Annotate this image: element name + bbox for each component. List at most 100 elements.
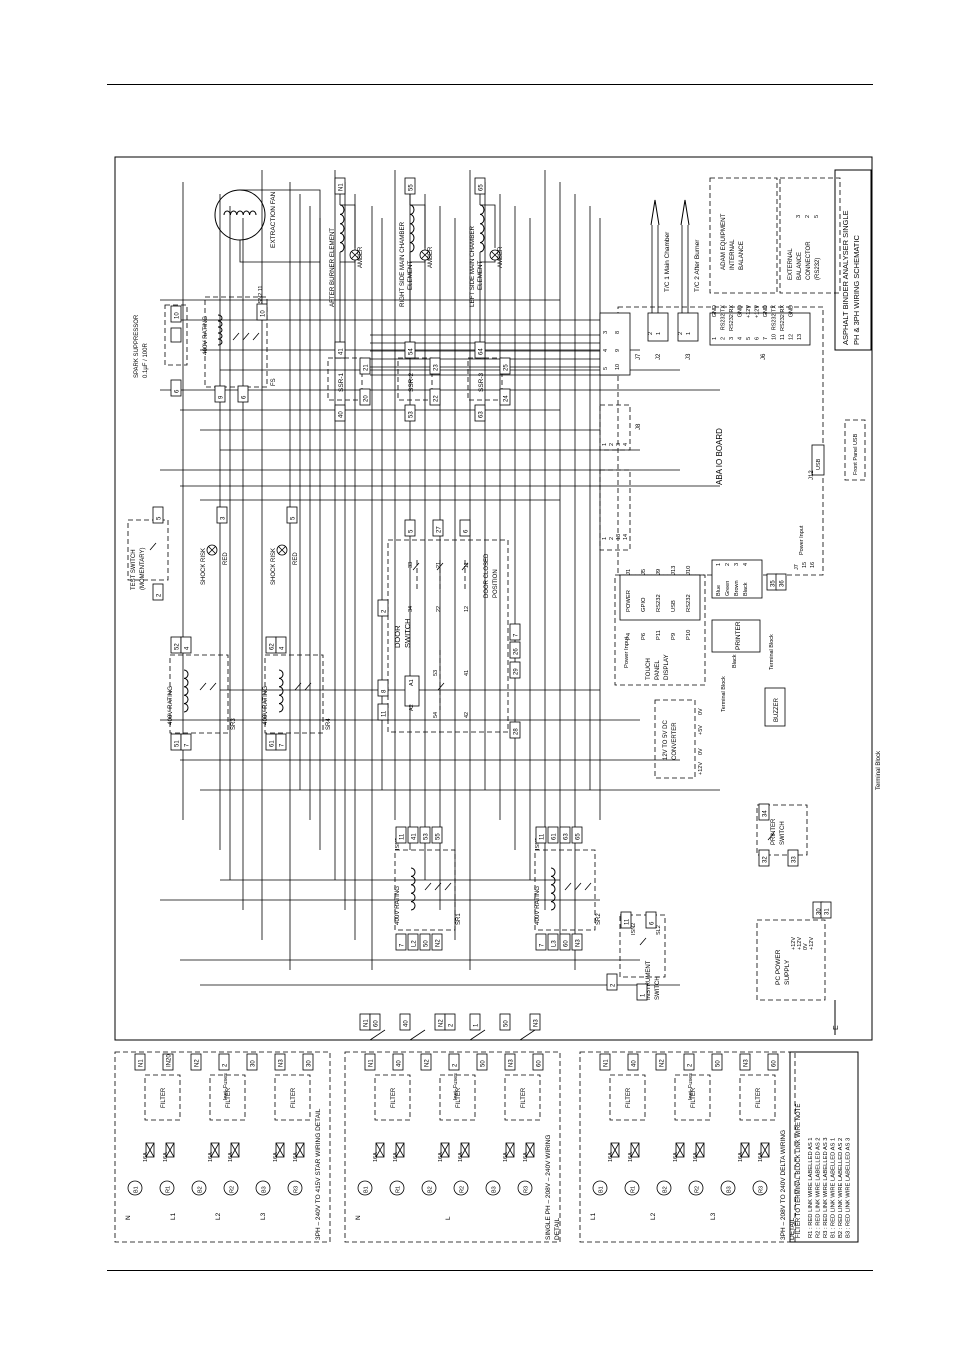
lamp-cross	[491, 251, 499, 259]
detail-out-tag-box	[655, 1053, 667, 1071]
relay-top-tag: 65	[576, 833, 582, 840]
heater-top-tag-box	[334, 177, 346, 195]
supply-line-label: L1	[170, 1212, 177, 1220]
ssr-label: SSR-2	[408, 372, 415, 392]
j2-pin: 1	[656, 332, 662, 335]
link-terminal: R3	[759, 1186, 765, 1193]
psu-box	[756, 919, 826, 1001]
lamp-cross	[208, 546, 216, 554]
shock-wire-tag-box	[216, 506, 228, 524]
relay-top-tag: 11	[540, 833, 546, 840]
touch-panel-port-box	[619, 574, 701, 621]
touch-panel-label: DISPLAY	[663, 654, 670, 680]
relay-wire-tag: 52	[175, 643, 181, 650]
link-terminal: R2	[230, 1186, 236, 1193]
note-line: B3 : RED LINK WIRE LABELLED AS 3	[846, 1138, 852, 1238]
ssr-label: SSR-3	[478, 372, 485, 392]
filter-label: FILTER	[691, 1087, 697, 1108]
fuse-cross	[740, 1142, 750, 1158]
fuse-cross	[610, 1142, 620, 1158]
buzzer-wire-tag: 35	[771, 580, 777, 587]
instrument-switch-tag: 2	[611, 983, 617, 987]
relay-top-tag: 41	[412, 833, 418, 840]
ssr-ctrl-tag: 21	[364, 364, 370, 371]
fuse-label: 16A	[628, 1152, 634, 1162]
fuse-label: 16A	[228, 1152, 234, 1162]
ssr-ctrl-tag-box	[429, 388, 441, 406]
printer-box	[711, 619, 761, 653]
fuse-label: 16A	[523, 1152, 529, 1162]
printer-switch-label: SWITCH	[780, 821, 786, 845]
relay-top-tag-box	[571, 826, 583, 844]
j6-signal: RS232 RX	[729, 305, 735, 331]
door-coil-label: A2	[409, 704, 415, 711]
converter-terminal-block: Terminal Block	[721, 676, 727, 712]
detail-out-tag: N1	[369, 1059, 375, 1067]
spark-suppressor-box	[164, 304, 188, 366]
link-terminal: R2	[460, 1186, 466, 1193]
external-pin: 5	[814, 215, 820, 218]
filter-box	[439, 1074, 476, 1121]
spark-label: SPARK SUPPRESSOR	[134, 314, 140, 378]
converter-label: CONVERTER	[672, 722, 678, 760]
printer-switch-tag-box	[758, 803, 770, 821]
wiring-detail-panel	[114, 1051, 331, 1243]
fuse-cross	[440, 1142, 450, 1158]
printer-switch-contact-icon	[767, 832, 775, 841]
relay-bottom-tag: 50	[424, 940, 430, 947]
filter-label: FILTER	[291, 1087, 297, 1108]
relay-wire-tag: 4	[185, 646, 191, 650]
lamp-feed	[480, 204, 496, 248]
link-terminal-circle	[592, 1180, 608, 1196]
door-closed-label: POSITION	[493, 569, 499, 598]
detail-out-tag: N3	[509, 1059, 515, 1067]
relay-rating: 400V RATING	[534, 886, 541, 925]
external-balance-label: (RS232)	[815, 258, 821, 280]
detail-out-tag-box	[364, 1053, 376, 1071]
j8-connector	[599, 404, 631, 451]
filter-box	[504, 1074, 541, 1121]
j6-pin: 4	[738, 337, 744, 340]
test-switch-label: (MOMENTARY)	[140, 548, 146, 590]
bus-tag-box	[369, 1013, 381, 1031]
instrument-switch-tag-box	[620, 911, 632, 929]
touch-panel-jack: J1	[626, 569, 632, 575]
touch-panel-port: RS232	[686, 594, 692, 612]
test-switch-box	[127, 519, 169, 581]
filter-label: FILTER	[521, 1087, 527, 1108]
door-contact-label: 21	[436, 562, 442, 568]
door-contact-label: 33	[408, 562, 414, 568]
ssr-out-tag: 63	[479, 411, 485, 418]
thermocouple-label: T/C 1 Main Chamber	[664, 231, 671, 292]
heater-top-tag: 65	[479, 184, 485, 191]
printer-switch-tag: 32	[763, 856, 769, 863]
relay-top-tag-box	[419, 826, 431, 844]
link-terminal: R1	[396, 1186, 402, 1193]
relay-contact-icon	[584, 882, 592, 891]
detail-out-tag: 2	[453, 1063, 459, 1067]
ssr-in-tag: 54	[409, 348, 415, 355]
touch-panel-port: GPIO	[641, 597, 647, 612]
door-wire-tag-box	[377, 679, 389, 697]
fs-coil-icon	[217, 314, 223, 346]
note-line: R3 : RED LINK WIRE LABELLED AS 3	[823, 1137, 829, 1238]
supply-line-label: L	[445, 1216, 452, 1220]
j2-pin: 2	[648, 332, 654, 335]
relay-bottom-tag-box	[559, 933, 571, 951]
wiring-detail-caption: SINGLE PH – 208V – 240V WIRING	[545, 1135, 552, 1241]
j7b-pin: 2	[609, 537, 615, 540]
lamp-feed	[340, 204, 356, 248]
detail-out-tag: N2	[660, 1059, 666, 1067]
instrument-switch-relay: SL2	[656, 925, 662, 935]
link-terminal-circle	[720, 1180, 736, 1196]
shock-risk-lamp-label: RED	[223, 552, 229, 565]
ssr-ctrl-tag: 23	[434, 364, 440, 371]
j6-signal: RS232 RX	[780, 305, 786, 331]
printer-terminal	[711, 559, 763, 599]
detail-out-tag-box	[134, 1053, 146, 1071]
door-wire-tag: 27	[437, 526, 443, 533]
relay-isn: ISN2	[395, 838, 401, 850]
relay-contact-icon	[304, 682, 312, 691]
j7-pin: 10	[615, 364, 621, 370]
printer-switch-label: PRINTER	[771, 818, 777, 845]
